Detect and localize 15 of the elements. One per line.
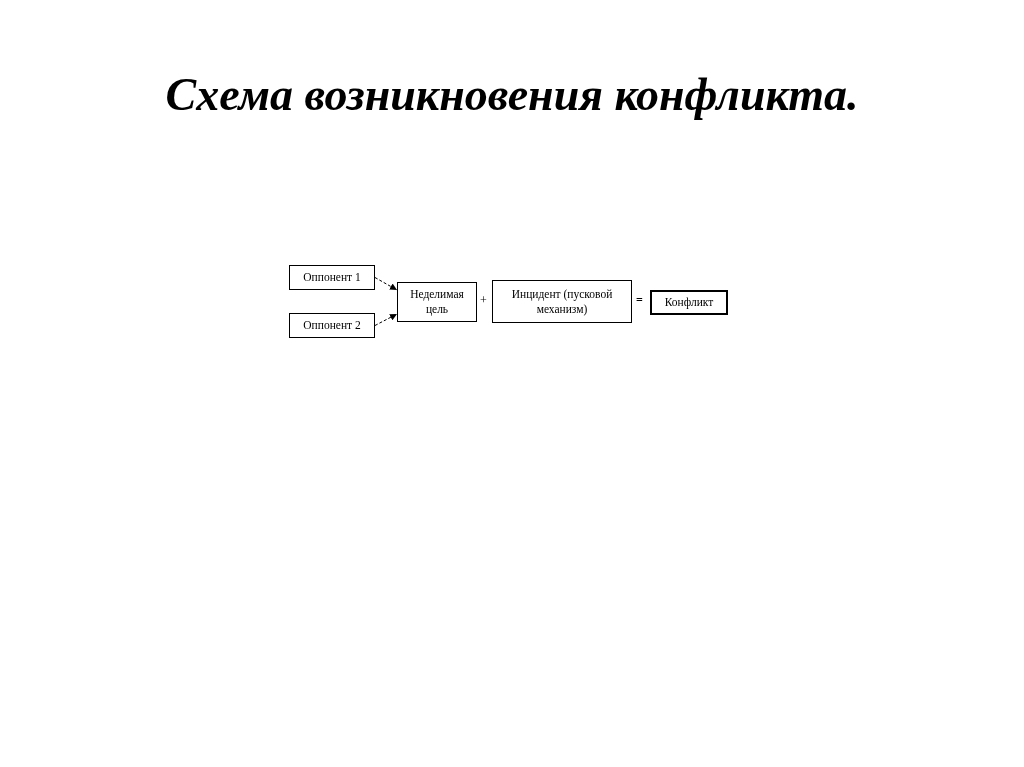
arrow: [374, 277, 398, 291]
node-text: Неделимая цель: [409, 287, 465, 317]
process-box: [289, 265, 375, 290]
node-text: Оппонент 1: [303, 270, 361, 285]
node-text: Оппонент 2: [303, 318, 361, 333]
operator-sign: +: [480, 293, 487, 308]
operator-sign: =: [636, 293, 643, 308]
process-box: [397, 282, 477, 322]
title: Схема возникновения конфликта.: [164, 68, 860, 121]
node-text: Конфликт: [664, 295, 714, 310]
arrow: [374, 313, 398, 326]
process-box: [492, 280, 632, 323]
process-box: [289, 313, 375, 338]
result-box: [650, 290, 728, 315]
node-text: Инцидент (пусковой механизм): [510, 286, 614, 317]
